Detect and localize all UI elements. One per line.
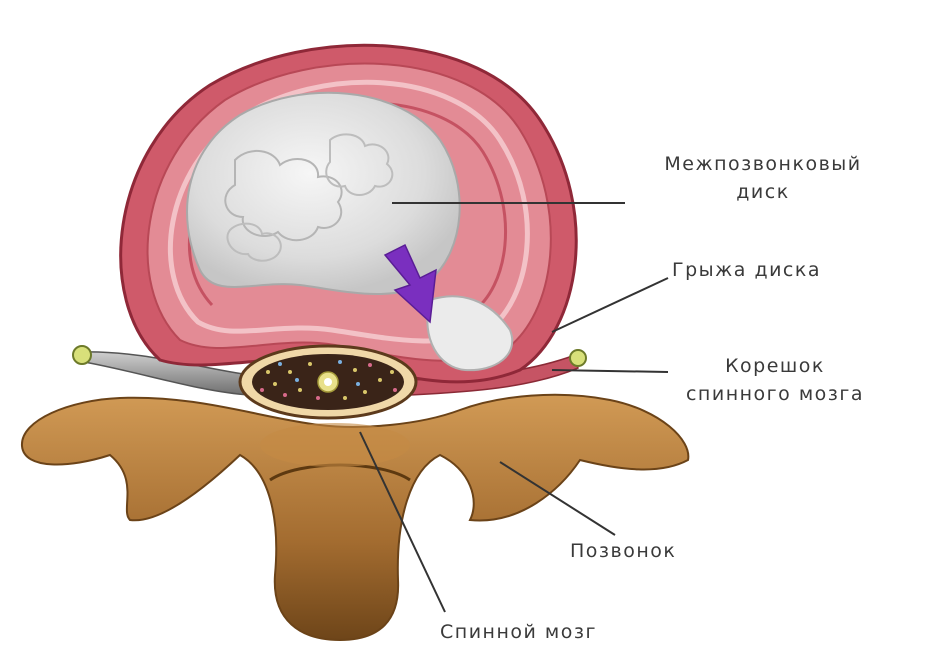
label-nerve-root: Корешок спинного мозга xyxy=(605,352,944,408)
label-intervertebral-disc: Межпозвонковый диск xyxy=(588,150,938,206)
label-disc-line1: Межпозвонковый xyxy=(588,150,938,178)
label-hernia-text: Грыжа диска xyxy=(672,256,821,284)
spinal-cord xyxy=(240,346,416,418)
label-disc-line2: диск xyxy=(588,178,938,206)
label-spinal-cord: Спинной мозг xyxy=(440,618,597,646)
label-cord-text: Спинной мозг xyxy=(440,618,597,646)
label-disc-hernia: Грыжа диска xyxy=(672,256,821,284)
label-root-line2: спинного мозга xyxy=(605,380,944,408)
label-root-line1: Корешок xyxy=(605,352,944,380)
label-vertebra-text: Позвонок xyxy=(570,537,676,565)
label-vertebra: Позвонок xyxy=(570,537,676,565)
